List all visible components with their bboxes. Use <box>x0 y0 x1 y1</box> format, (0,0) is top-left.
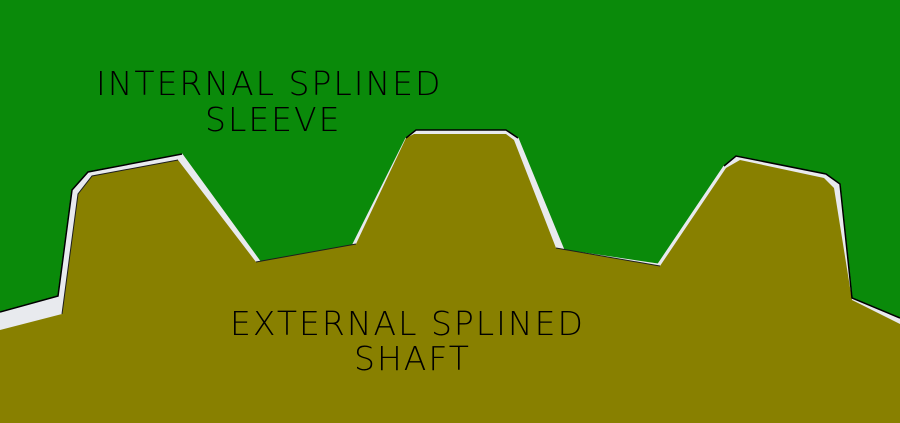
shaft-label-line1: EXTERNAL SPLINED <box>230 304 585 343</box>
sleeve-label-line1: INTERNAL SPLINED <box>96 64 443 103</box>
shaft-tooth-outline <box>61 159 661 315</box>
shaft-label-line2: SHAFT <box>354 339 471 378</box>
external-splined-shaft-region <box>0 134 900 423</box>
sleeve-label-line2: SLEEVE <box>205 100 342 139</box>
sleeve-tooth-outline <box>0 129 900 319</box>
